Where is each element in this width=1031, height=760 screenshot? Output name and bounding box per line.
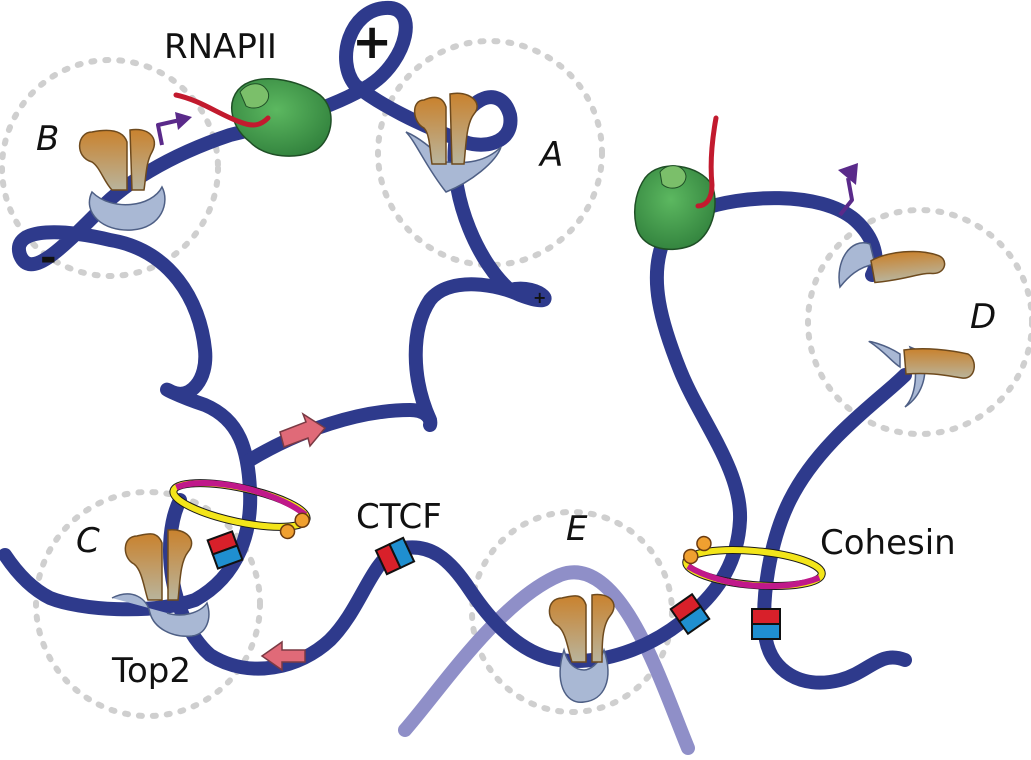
- rnapii-complex-right: [633, 115, 719, 250]
- top2-enzyme-b: [78, 128, 166, 231]
- ctcf-sites: [206, 530, 781, 640]
- domain-c-outline: [33, 489, 263, 719]
- cohesin-label: Cohesin: [820, 523, 956, 563]
- cohesin-ring-left: [169, 479, 311, 540]
- rnapii-complex-left: [173, 78, 332, 157]
- domain-c-label: C: [76, 521, 100, 561]
- domain-b-label: B: [36, 119, 60, 159]
- ctcf-label: CTCF: [356, 497, 442, 537]
- tss-arrow-left: [156, 118, 181, 146]
- domain-e-label: E: [566, 509, 588, 549]
- domain-d-label: D: [970, 297, 997, 337]
- loop-arrow-lower: [260, 640, 306, 672]
- domain-d-outline: [805, 207, 1031, 437]
- cohesin-head-right: [683, 548, 699, 565]
- ctcf-site-2: [374, 536, 416, 576]
- transcription-start-arrows: [156, 112, 858, 217]
- cohesin-ring-right: [682, 535, 826, 590]
- top2-enzyme-a: [405, 92, 502, 193]
- rnapii-label: RNAPII: [164, 27, 277, 67]
- positive-supercoil-sign-large: +: [352, 14, 393, 70]
- nascent-rna-left: [173, 92, 271, 128]
- domain-a-label: A: [540, 135, 564, 175]
- top2-enzyme-d-lower: [868, 340, 975, 408]
- ctcf-site-4: [751, 608, 781, 640]
- tss-arrow-right: [838, 177, 854, 217]
- positive-supercoil-sign-small: +: [533, 288, 547, 307]
- ctcf-site-3: [669, 592, 711, 636]
- negative-supercoil-sign: -: [40, 235, 57, 281]
- loop-arrow-upper: [279, 412, 327, 448]
- loop-direction-arrows: [260, 412, 327, 672]
- top2-enzyme-d-upper: [838, 242, 946, 289]
- second-dna-strand: [398, 565, 695, 755]
- top2-enzymes: [78, 92, 975, 703]
- nascent-rna-right: [695, 115, 719, 209]
- top2-enzyme-c: [111, 529, 210, 637]
- cohesin-head-left: [294, 512, 310, 529]
- top2-label: Top2: [112, 651, 192, 691]
- domain-a-outline: [375, 38, 605, 268]
- top2-enzyme-e: [548, 593, 615, 703]
- ctcf-site-1: [206, 530, 244, 570]
- domain-b-outline: [0, 57, 221, 279]
